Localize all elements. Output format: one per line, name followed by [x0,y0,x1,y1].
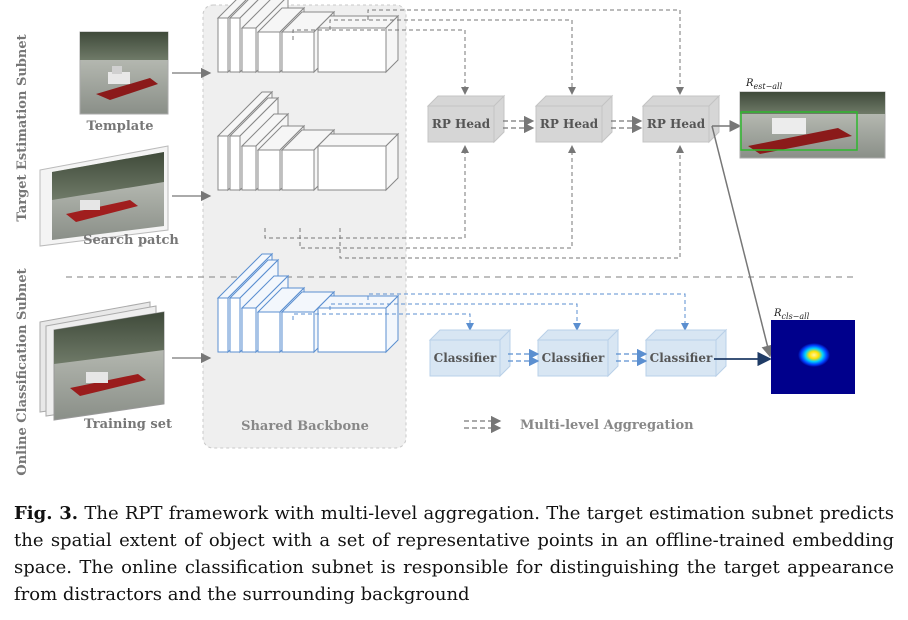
search-patch-image [39,145,169,247]
classifier-3: Classifier [644,328,728,378]
training-set-label: Training set [84,417,172,432]
est-output-label: Rest−all [745,78,783,91]
est-output-image [739,91,886,159]
legend-label: Multi-level Aggregation [520,418,694,433]
rp-head-label: RP Head [432,117,491,131]
template-feature-routes [292,9,684,95]
shared-backbone-label: Shared Backbone [241,419,369,434]
training-feature-routes [292,293,689,331]
classifier-label: Classifier [542,351,605,365]
classifier-label: Classifier [434,351,497,365]
backbone-search-stack [216,90,400,192]
rpt-framework-diagram: Target Estimation Subnet Online Classifi… [15,0,886,476]
template-image [79,31,169,115]
backbone-training-stack [216,252,400,354]
backbone-layer-block [316,294,400,354]
rp-head-2: RP Head [534,94,614,144]
legend: Multi-level Aggregation [464,415,694,434]
figure-caption: Fig. 3. The RPT framework with multi-lev… [14,500,894,608]
training-set-images [39,301,165,421]
online-classification-subnet-label: Online Classification Subnet [15,268,30,475]
caption-text: The RPT framework with multi-level aggre… [14,503,894,605]
caption-label: Fig. 3. [14,503,79,524]
classifier-label: Classifier [650,351,713,365]
cls-output-heatmap [771,320,855,394]
rp-head-label: RP Head [647,117,706,131]
template-label: Template [87,119,154,134]
backbone-layer-block [316,14,400,74]
target-estimation-subnet-label: Target Estimation Subnet [15,34,30,221]
backbone-template-stack [216,0,400,74]
search-feature-routes [264,145,684,259]
rp-to-cls-output-arrow [711,125,774,358]
rp-head-label: RP Head [540,117,599,131]
cls-output-label: Rcls−all [773,308,810,321]
search-patch-label: Search patch [83,233,179,248]
backbone-layer-block [316,132,400,192]
rp-head-3: RP Head [641,94,721,144]
classifier-2: Classifier [536,328,620,378]
rp-head-1: RP Head [426,94,506,144]
classifier-1: Classifier [428,328,512,378]
rp-aggregation-arrows [503,115,643,134]
cls-aggregation-arrows [508,348,648,367]
